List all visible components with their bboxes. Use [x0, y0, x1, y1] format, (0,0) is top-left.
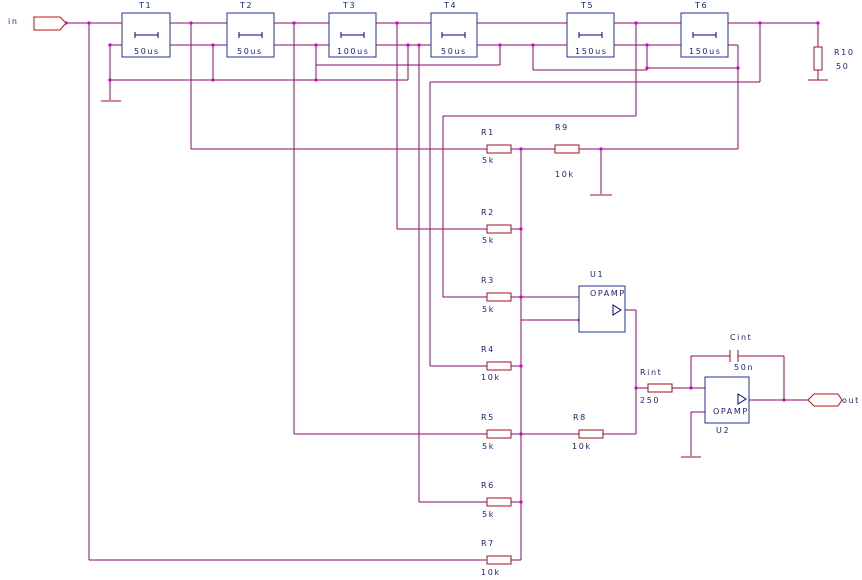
- tline-t3: T3 100us: [328, 1, 377, 58]
- resistor-r10: R10 50: [813, 46, 855, 71]
- opamp-name: U2: [716, 426, 730, 435]
- resistor-name: R1: [481, 128, 495, 137]
- tline-name: T6: [694, 1, 708, 10]
- resistor-name: R3: [481, 276, 495, 285]
- tline-t4: T4 50us: [430, 1, 478, 58]
- output-port: out: [807, 393, 860, 407]
- resistor-r2: R2 5k: [481, 208, 512, 245]
- tline-delay: 150us: [575, 47, 608, 56]
- junctions: [64, 21, 820, 504]
- resistor-r8: R8 10k: [572, 413, 604, 451]
- resistor-name: R6: [481, 481, 495, 490]
- tline-name: T1: [138, 1, 152, 10]
- resistor-name: R9: [555, 123, 569, 132]
- resistor-r5: R5 5k: [481, 413, 512, 451]
- resistor-r6: R6 5k: [481, 481, 512, 519]
- resistor-r4: R4 10k: [481, 345, 512, 382]
- wires: [66, 22, 819, 561]
- resistor-name: R7: [481, 539, 495, 548]
- resistor-rint: Rint 250: [640, 368, 673, 405]
- resistor-r9: R9 10k: [554, 123, 580, 179]
- tline-name: T3: [342, 1, 356, 10]
- opamp-u1: U1 OPAMP: [578, 270, 626, 333]
- resistor-name: R8: [573, 413, 587, 422]
- resistor-value: 10k: [481, 568, 501, 577]
- resistor-name: R5: [481, 413, 495, 422]
- tline-t5: T5 150us: [566, 1, 615, 58]
- output-port-label: out: [842, 396, 860, 405]
- tline-name: T2: [239, 1, 253, 10]
- resistor-name: Rint: [640, 368, 662, 377]
- resistor-value: 250: [640, 396, 660, 405]
- tline-delay: 50us: [237, 47, 263, 56]
- tline-delay: 150us: [689, 47, 722, 56]
- resistor-value: 5k: [482, 236, 495, 245]
- resistor-r3: R3 5k: [481, 276, 512, 314]
- opamp-u2: U2 OPAMP: [704, 376, 750, 435]
- tline-delay: 50us: [441, 47, 467, 56]
- resistor-value: 5k: [482, 510, 495, 519]
- resistor-value: 5k: [482, 156, 495, 165]
- resistor-r1: R1 5k: [481, 128, 512, 165]
- resistor-r7: R7 10k: [481, 539, 512, 577]
- tline-name: T4: [443, 1, 457, 10]
- input-port-label: in: [8, 17, 19, 26]
- resistor-name: R4: [481, 345, 495, 354]
- capacitor-value: 50n: [734, 363, 754, 372]
- resistor-name: R2: [481, 208, 495, 217]
- capacitor-cint: Cint 50n: [729, 333, 754, 372]
- resistor-value: 10k: [481, 373, 501, 382]
- tline-t6: T6 150us: [680, 1, 729, 58]
- capacitor-name: Cint: [730, 333, 752, 342]
- resistor-value: 5k: [482, 305, 495, 314]
- resistor-value: 50: [836, 62, 849, 71]
- resistor-name: R10: [834, 48, 855, 57]
- resistor-value: 10k: [572, 442, 592, 451]
- tline-delay: 100us: [337, 47, 370, 56]
- opamp-label: OPAMP: [713, 407, 749, 416]
- tline-t1: T1 50us: [121, 1, 171, 58]
- opamp-label: OPAMP: [590, 289, 626, 298]
- resistor-value: 5k: [482, 442, 495, 451]
- tline-t2: T2 50us: [226, 1, 275, 58]
- ground-symbols: [101, 79, 828, 458]
- tline-name: T5: [580, 1, 594, 10]
- opamp-name: U1: [590, 270, 604, 279]
- resistor-value: 10k: [555, 170, 575, 179]
- tline-delay: 50us: [134, 47, 160, 56]
- input-port: in: [8, 16, 67, 31]
